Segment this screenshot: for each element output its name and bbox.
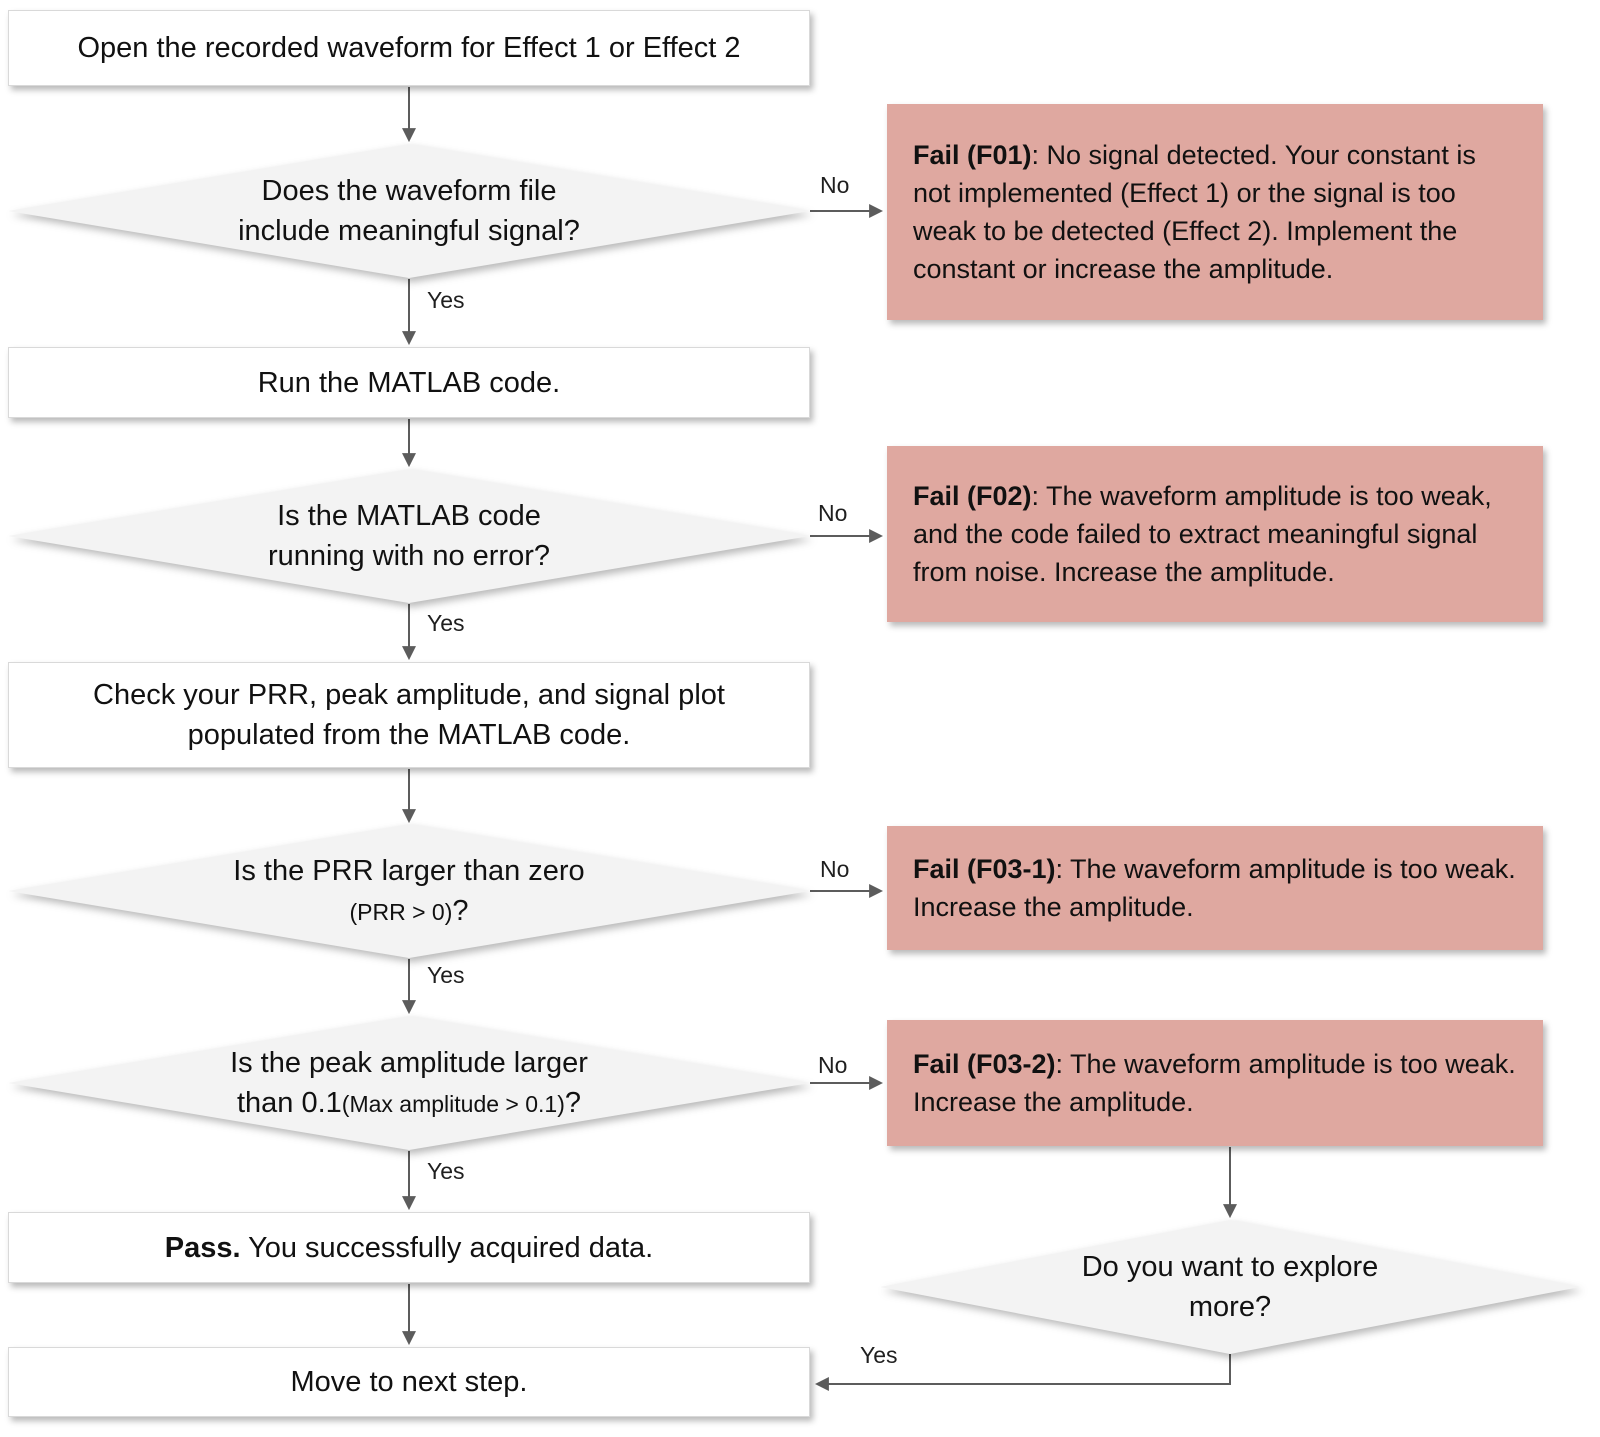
decision-peak-amplitude-shape: Is the peak amplitude larger than 0.1(Ma… — [8, 1016, 810, 1150]
decision-line: Is the peak amplitude larger — [230, 1046, 588, 1079]
fail-box-f02: Fail (F02): The waveform amplitude is to… — [887, 446, 1543, 622]
edge-label-yes-4: Yes — [427, 1158, 465, 1184]
fail-f02-message: : The waveform amplitude is too weak, an… — [913, 481, 1492, 587]
fail-f01-message: : No signal detected. Your constant is n… — [913, 140, 1476, 284]
decision-line: more? — [1188, 1291, 1272, 1323]
node-run-matlab-label: Run the MATLAB code. — [257, 366, 561, 399]
node-check-prr: Check your PRR, peak amplitude, and sign… — [8, 662, 810, 768]
decision-line: include meaningful signal? — [238, 215, 580, 247]
decision-line: Does the waveform file — [261, 175, 557, 207]
decision-line: (PRR > 0)? — [349, 891, 468, 932]
pass-message: You successfully acquired data. — [240, 1231, 654, 1264]
node-check-prr-line1: Check your PRR, peak amplitude, and sign… — [93, 679, 725, 711]
node-pass-label: Pass. You successfully acquired data. — [165, 1228, 654, 1268]
fail-f01-code: Fail (F01) — [913, 140, 1032, 170]
edge-label-no-1: No — [820, 172, 850, 198]
node-check-prr-line2: populated from the MATLAB code. — [187, 719, 631, 751]
pass-word: Pass. — [164, 1231, 241, 1264]
fail-f01-text: Fail (F01): No signal detected. Your con… — [913, 136, 1517, 288]
fail-f03-2-text: Fail (F03-2): The waveform amplitude is … — [913, 1045, 1517, 1121]
decision-question-mark: ? — [564, 1086, 582, 1119]
edge-label-no-2: No — [818, 500, 848, 526]
decision-explore-more: Do you want to explore more? — [880, 1220, 1580, 1354]
node-move-next-step: Move to next step. — [8, 1347, 810, 1417]
edge-label-yes-2: Yes — [427, 610, 465, 636]
fail-f03-1-message: : The waveform amplitude is too weak. In… — [913, 854, 1516, 922]
node-open-waveform: Open the recorded waveform for Effect 1 … — [8, 10, 810, 86]
fail-f03-1-text: Fail (F03-1): The waveform amplitude is … — [913, 850, 1517, 926]
fail-box-f03-1: Fail (F03-1): The waveform amplitude is … — [887, 826, 1543, 950]
fail-f02-text: Fail (F02): The waveform amplitude is to… — [913, 477, 1517, 591]
decision-explore-more-shape: Do you want to explore more? — [880, 1220, 1580, 1354]
fail-f02-code: Fail (F02) — [913, 481, 1032, 511]
decision-meaningful-signal-shape: Does the waveform file include meaningfu… — [8, 144, 810, 278]
edge-label-yes-1: Yes — [427, 287, 465, 313]
fail-f03-2-code: Fail (F03-2) — [913, 1049, 1056, 1079]
fail-box-f01: Fail (F01): No signal detected. Your con… — [887, 104, 1543, 320]
fail-f03-1-code: Fail (F03-1) — [913, 854, 1056, 884]
decision-prr-greater-zero-shape: Is the PRR larger than zero (PRR > 0)? — [8, 824, 810, 958]
decision-line: Do you want to explore — [1081, 1251, 1379, 1283]
decision-line: Is the PRR larger than zero — [233, 854, 585, 887]
node-open-waveform-label: Open the recorded waveform for Effect 1 … — [77, 32, 741, 64]
decision-prr-greater-zero: Is the PRR larger than zero (PRR > 0)? — [8, 824, 810, 958]
decision-line: running with no error? — [267, 540, 551, 572]
edge-label-yes-3: Yes — [427, 962, 465, 988]
edge-label-no-3: No — [820, 856, 850, 882]
decision-text: than 0.1 — [236, 1086, 342, 1119]
fail-box-f03-2: Fail (F03-2): The waveform amplitude is … — [887, 1020, 1543, 1146]
edge-label-no-4: No — [818, 1052, 848, 1078]
node-run-matlab: Run the MATLAB code. — [8, 347, 810, 418]
decision-meaningful-signal: Does the waveform file include meaningfu… — [8, 144, 810, 278]
decision-line: than 0.1(Max amplitude > 0.1)? — [237, 1083, 581, 1124]
node-move-next-step-label: Move to next step. — [290, 1366, 528, 1398]
node-pass: Pass. You successfully acquired data. — [8, 1212, 810, 1283]
decision-question-mark: ? — [452, 894, 469, 927]
decision-line: Is the MATLAB code — [277, 500, 541, 532]
edge-label-yes-5: Yes — [860, 1342, 898, 1368]
decision-peak-amplitude: Is the peak amplitude larger than 0.1(Ma… — [8, 1016, 810, 1150]
decision-matlab-no-error-shape: Is the MATLAB code running with no error… — [8, 469, 810, 603]
fail-f03-2-message: : The waveform amplitude is too weak. In… — [913, 1049, 1516, 1117]
decision-matlab-no-error: Is the MATLAB code running with no error… — [8, 469, 810, 603]
decision-condition: (PRR > 0) — [349, 898, 453, 925]
decision-condition: (Max amplitude > 0.1) — [341, 1090, 565, 1117]
